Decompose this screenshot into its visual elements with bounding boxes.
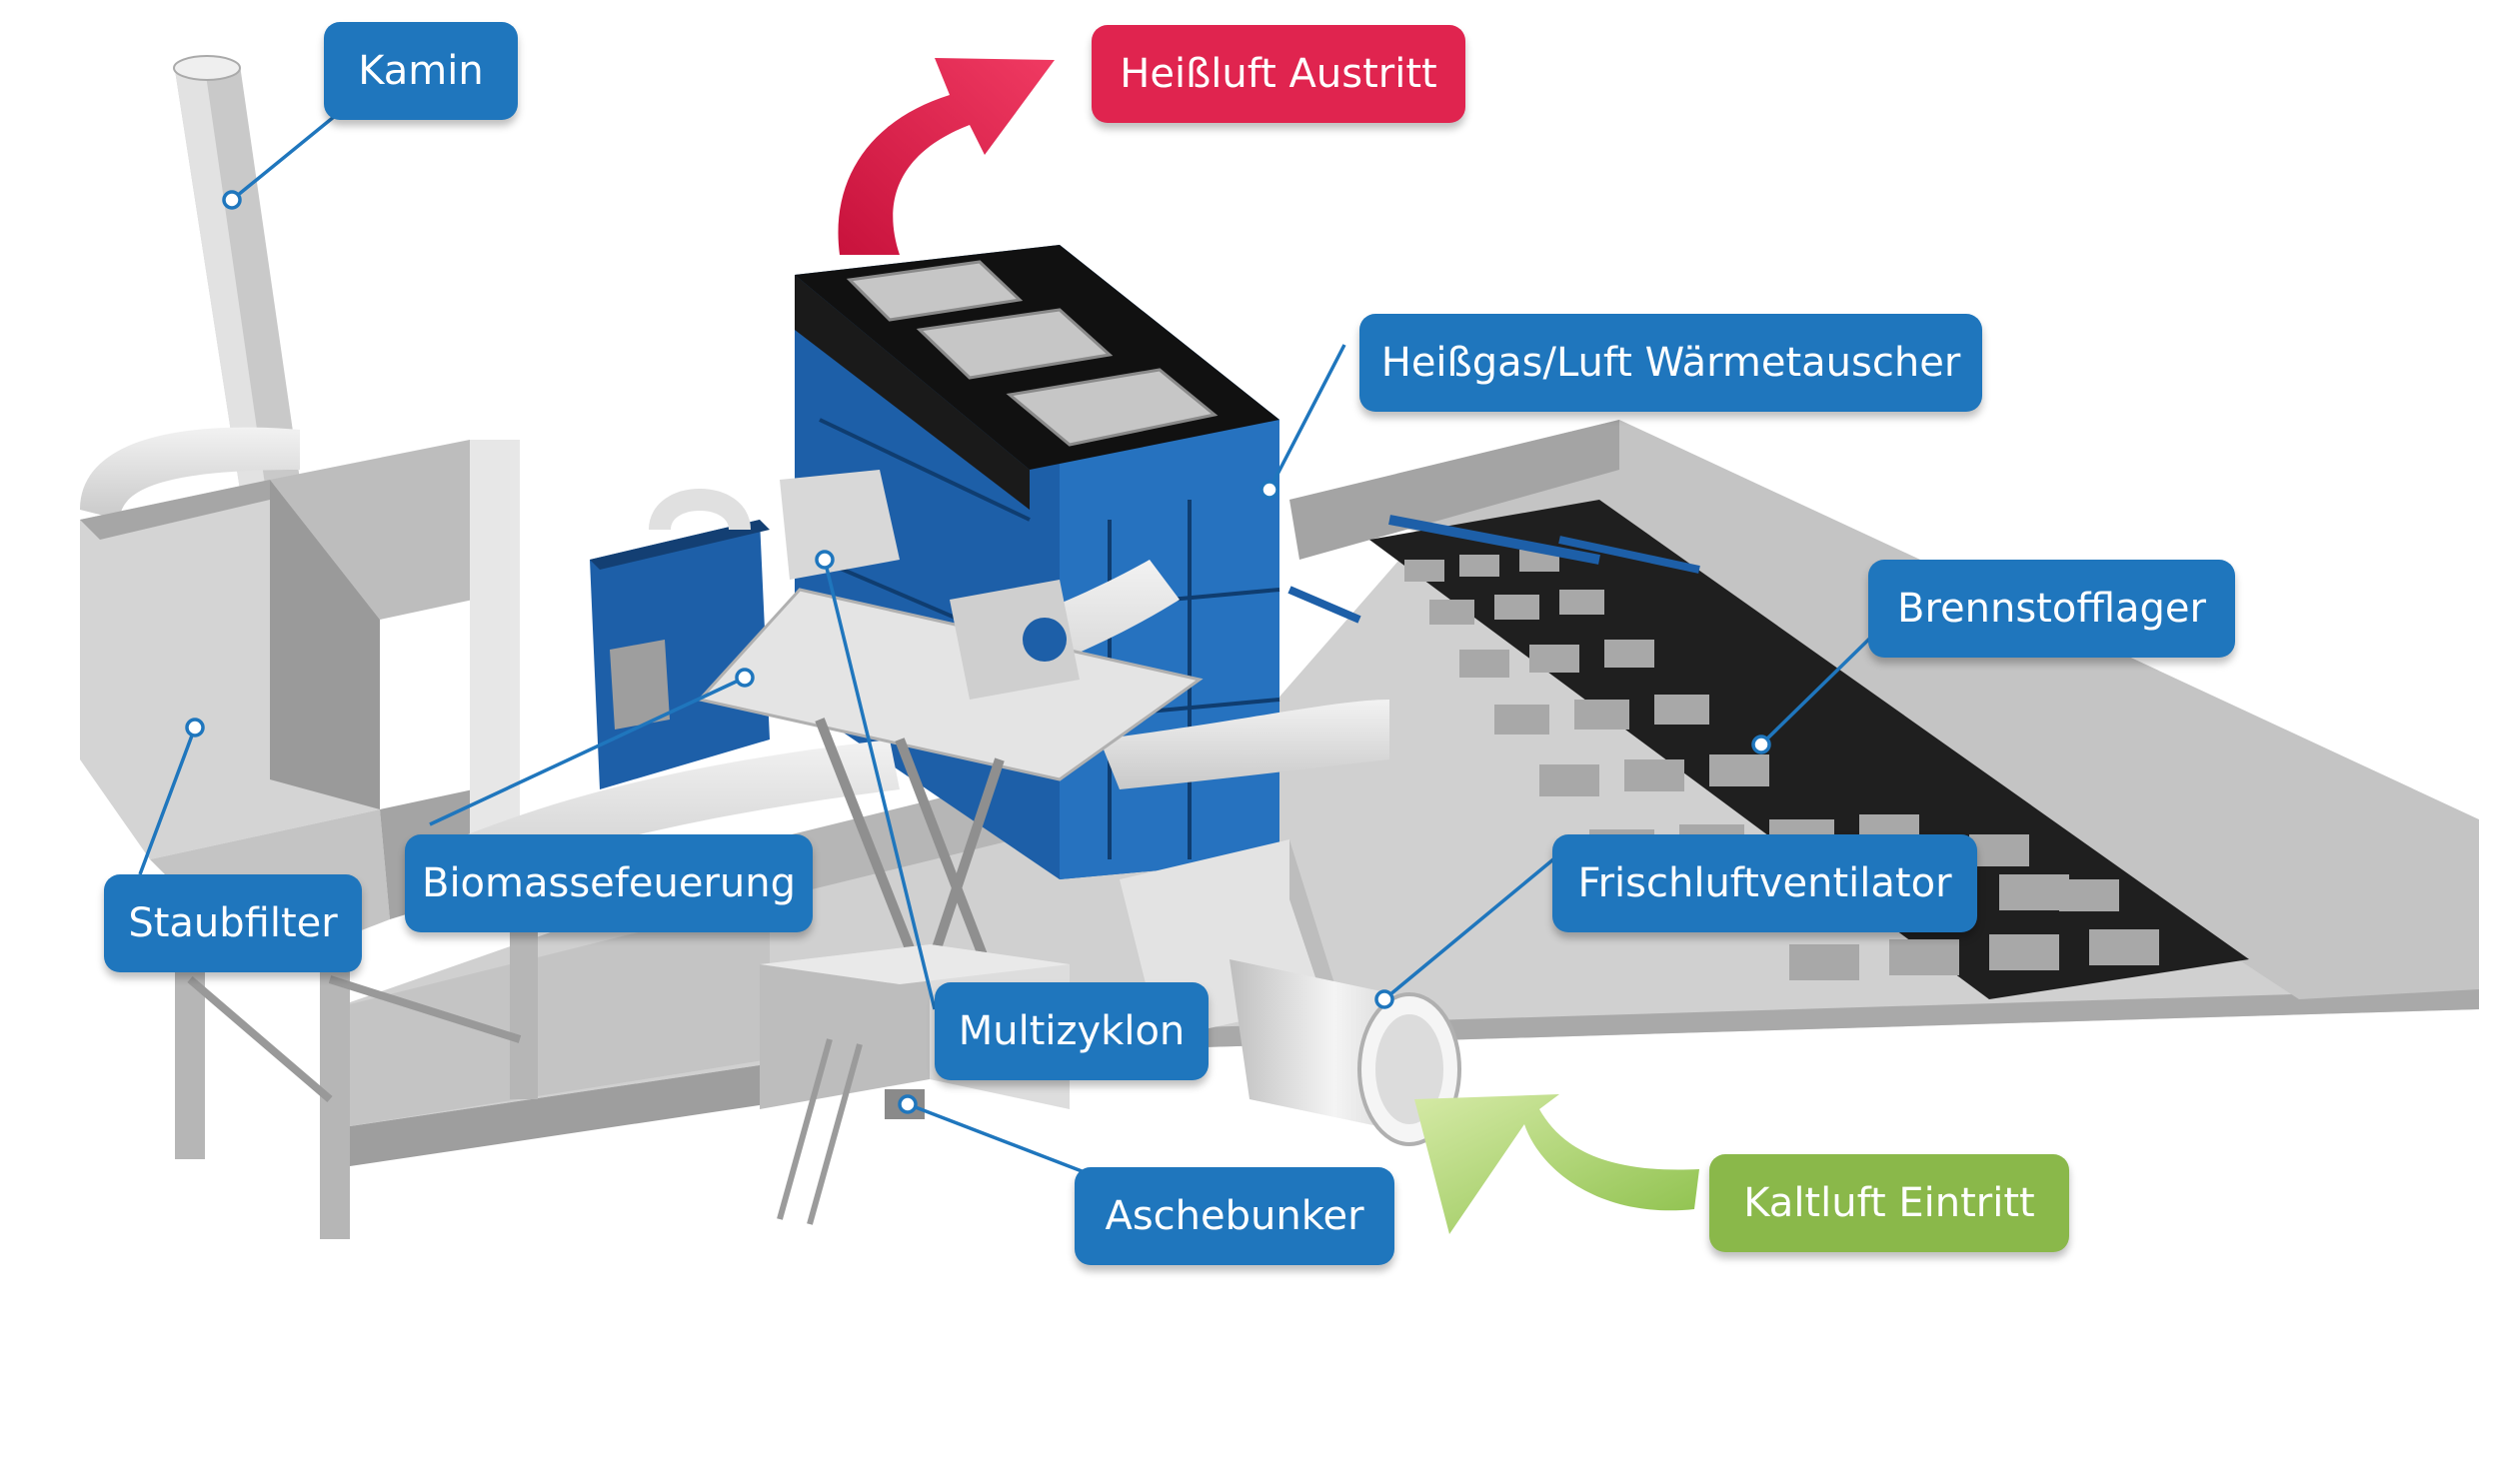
label-staubfilter: Staubfilter — [104, 874, 362, 972]
label-heissluft-austritt: Heißluft Austritt — [1092, 25, 1465, 123]
label-brennstofflager: Brennstofflager — [1868, 560, 2235, 658]
label-kamin: Kamin — [324, 22, 518, 120]
cold-air-inlet-arrow — [1414, 1094, 1699, 1234]
label-waermetauscher: Heißgas/Luft Wärmetauscher — [1359, 314, 1982, 412]
hot-air-outlet-arrow — [838, 58, 1055, 255]
leader-lines — [138, 110, 1901, 1176]
dust-filter — [80, 427, 538, 1239]
label-frischluftventilator: Frischluftventilator — [1552, 834, 1977, 932]
chimney — [173, 55, 300, 490]
label-aschebunker: Aschebunker — [1075, 1167, 1394, 1265]
fuel-storage — [1287, 420, 2479, 999]
label-kaltluft-eintritt: Kaltluft Eintritt — [1709, 1154, 2069, 1252]
label-multizyklon: Multizyklon — [935, 982, 1209, 1080]
biomass-furnace — [590, 489, 770, 789]
label-biomassefeuerung: Biomassefeuerung — [405, 834, 813, 932]
